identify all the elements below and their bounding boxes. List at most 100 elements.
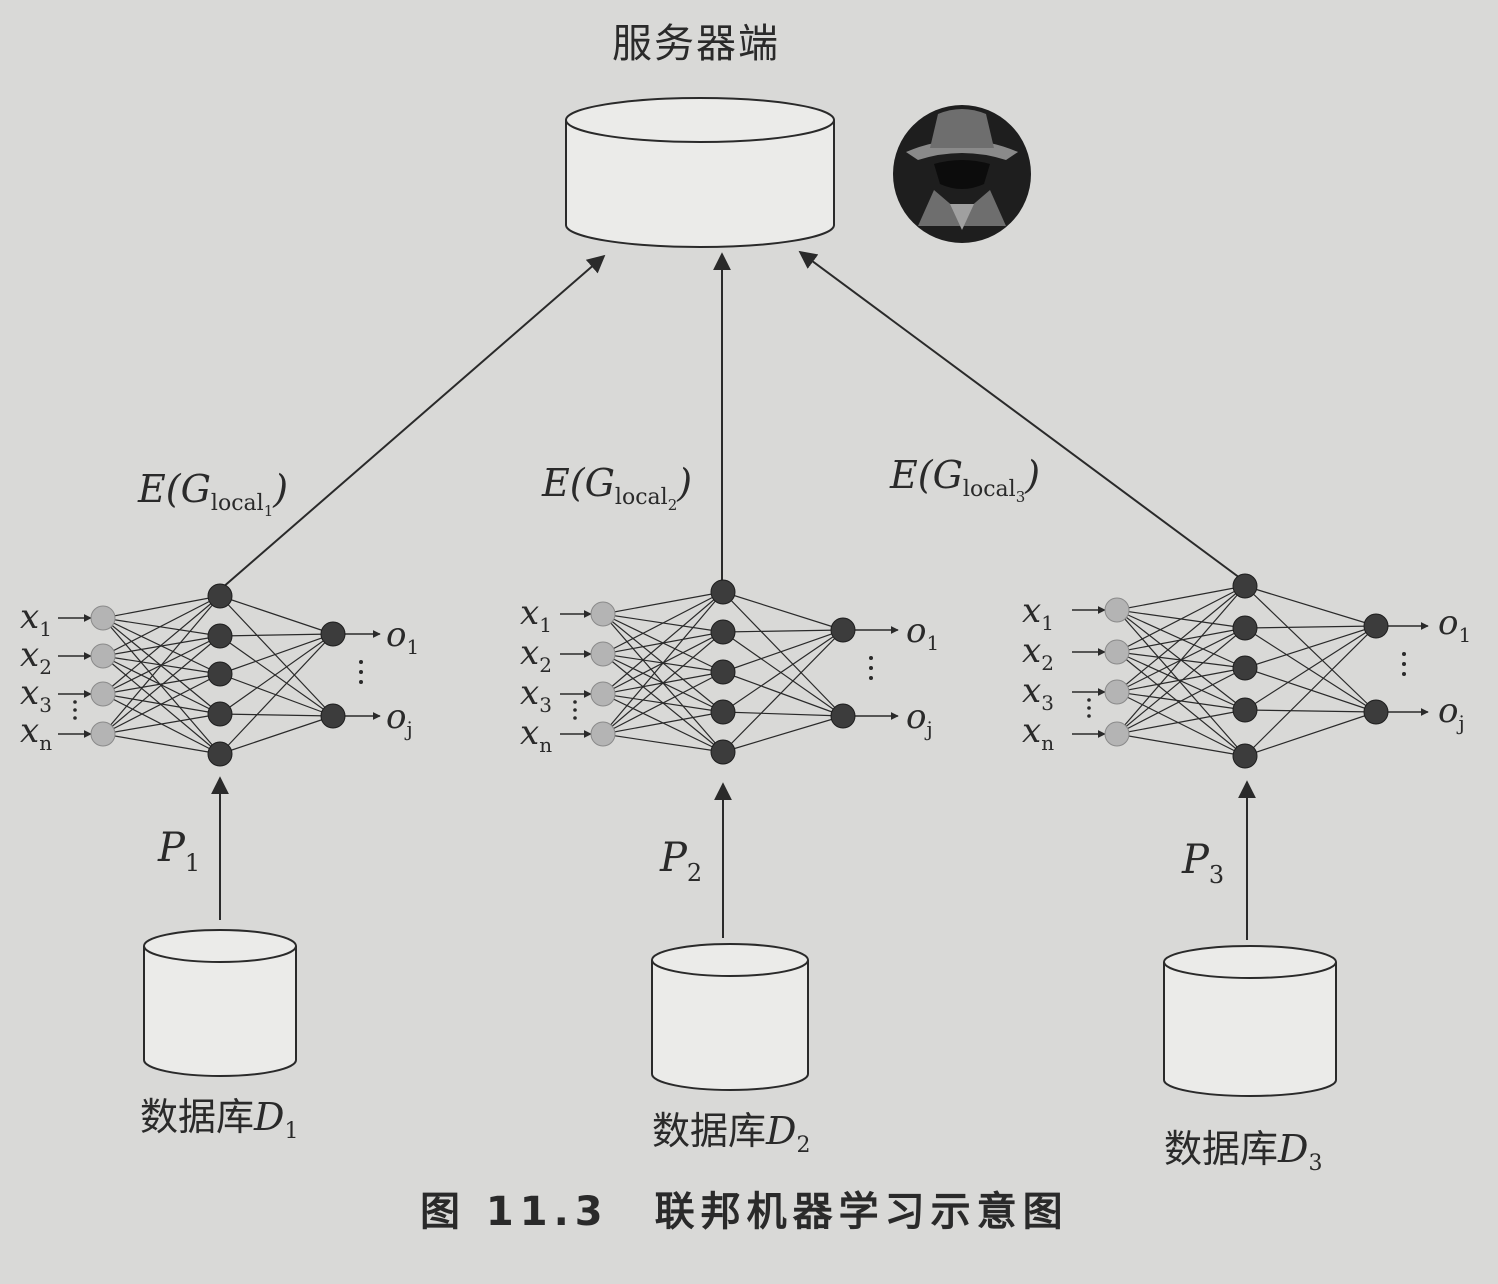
network-edge [602, 733, 724, 753]
spy-icon [893, 105, 1031, 243]
network-edge [602, 591, 724, 695]
output-node [830, 617, 856, 643]
network-edge [102, 617, 221, 715]
input-label: x1 [20, 597, 52, 641]
input-label: x2 [20, 635, 52, 679]
input-label: x3 [520, 673, 552, 717]
network-edge [1116, 609, 1246, 757]
hidden-node [1232, 655, 1258, 681]
output-label: o1 [906, 611, 940, 655]
network-edge [1244, 625, 1377, 711]
network-edge [1116, 585, 1246, 735]
output-label: oj [906, 697, 933, 741]
input-node [90, 681, 116, 707]
output-node [1363, 699, 1389, 725]
network-edge [722, 631, 844, 717]
network-edge [102, 673, 221, 695]
network-edge [1116, 709, 1246, 735]
param-label-3: P3 [1182, 837, 1225, 889]
upload-arrow-3 [798, 250, 1241, 579]
network-edge [219, 715, 334, 755]
network-edge [219, 633, 334, 715]
input-node [590, 721, 616, 747]
hidden-node [207, 583, 233, 609]
server-title: 服务器端 [612, 21, 780, 67]
network-edge [1116, 627, 1246, 735]
network-edge [722, 629, 844, 753]
ellipsis-dot [1402, 672, 1406, 676]
input-node [590, 681, 616, 707]
database-icon-3 [1163, 945, 1337, 1097]
network-edge [219, 673, 334, 717]
neural-network-1 [58, 583, 381, 767]
network-edge [722, 629, 844, 633]
network-edge [102, 635, 221, 657]
network-edge [1116, 585, 1246, 693]
input-node [590, 641, 616, 667]
hidden-node [207, 701, 233, 727]
network-edge [219, 595, 334, 717]
network-edge [602, 591, 724, 735]
network-edge [722, 715, 844, 753]
network-edge [102, 617, 221, 755]
network-edge [722, 629, 844, 673]
network-edge [1116, 627, 1246, 653]
ellipsis-dot [1087, 706, 1091, 710]
output-label: o1 [386, 615, 420, 659]
ellipsis-dot [359, 660, 363, 664]
network-edge [722, 591, 844, 631]
ellipsis-dot [1402, 662, 1406, 666]
network-edge [1244, 625, 1377, 669]
network-edge [219, 633, 334, 755]
network-edge [722, 629, 844, 713]
ellipsis-dot [359, 680, 363, 684]
figure-caption: 图 11.3 联邦机器学习示意图 [420, 1189, 1069, 1235]
database-icon-1 [143, 929, 297, 1077]
network-edge [219, 633, 334, 637]
output-label: oj [386, 697, 413, 741]
ellipsis-dot [359, 670, 363, 674]
input-label: x1 [1022, 591, 1054, 635]
server-database-icon [565, 97, 835, 248]
input-node [590, 601, 616, 627]
hidden-node [1232, 573, 1258, 599]
network-edge [219, 713, 334, 717]
hidden-node [710, 699, 736, 725]
hidden-node [710, 659, 736, 685]
hidden-node [1232, 697, 1258, 723]
param-label-1: P1 [158, 825, 201, 877]
network-edge [722, 591, 844, 717]
network-edge [1116, 585, 1246, 611]
network-edge [102, 733, 221, 755]
network-edge [1244, 625, 1377, 629]
input-label: xn [1022, 711, 1055, 755]
hidden-node [1232, 743, 1258, 769]
network-edge [102, 635, 221, 735]
input-label: x2 [1022, 631, 1054, 675]
input-node [90, 721, 116, 747]
ellipsis-dot [573, 700, 577, 704]
ellipsis-dot [73, 716, 77, 720]
ellipsis-dot [869, 656, 873, 660]
input-node [1104, 639, 1130, 665]
neural-networks [58, 573, 1429, 769]
encrypted-gradient-label-1: E(Glocal1) [138, 467, 289, 520]
network-edge [219, 633, 334, 675]
output-node [320, 621, 346, 647]
input-node [90, 643, 116, 669]
network-edge [1116, 667, 1246, 735]
neural-network-2 [560, 579, 899, 765]
neural-network-3 [1072, 573, 1429, 769]
network-edge [1116, 691, 1246, 757]
network-edge [602, 671, 724, 735]
output-node [1363, 613, 1389, 639]
param-arrows [211, 776, 1256, 940]
network-edge [722, 671, 844, 717]
network-edge [1244, 585, 1377, 713]
input-label: x2 [520, 633, 552, 677]
ellipsis-dot [869, 676, 873, 680]
ellipsis-dot [573, 708, 577, 712]
hidden-node [207, 661, 233, 687]
network-edge [1244, 627, 1377, 713]
